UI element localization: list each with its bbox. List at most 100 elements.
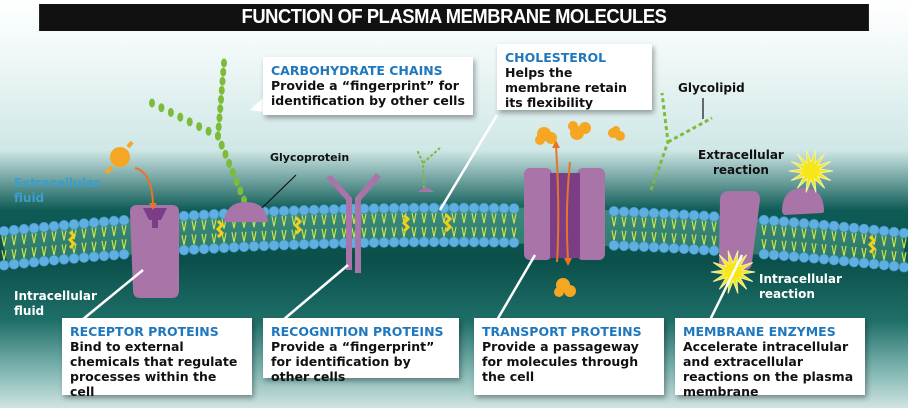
phospholipid-head — [638, 207, 650, 218]
lipid-tail — [201, 233, 207, 245]
sugar-unit — [196, 122, 203, 132]
lipid-tail — [21, 248, 27, 259]
phospholipid-head — [468, 202, 480, 214]
lipid-tail — [41, 232, 47, 243]
lipid-tail — [611, 230, 617, 241]
glycolipid-chain-icon — [649, 92, 713, 191]
lipid-tail — [701, 220, 707, 232]
lipid-tail — [311, 228, 317, 240]
lipid-tail — [491, 227, 497, 238]
phospholipid-head — [898, 227, 908, 239]
callout-membrane-enzymes: MEMBRANE ENZYMES Accelerate intracellula… — [675, 318, 865, 399]
phospholipid-head — [0, 259, 10, 271]
phospholipid-head — [378, 237, 390, 248]
lipid-tail — [771, 239, 777, 251]
phospholipid-head — [758, 248, 770, 260]
phospholipid-head — [278, 239, 290, 251]
lipid-tail — [621, 230, 627, 241]
sugar-unit — [205, 126, 212, 136]
phospholipid-head — [228, 241, 240, 253]
lipid-tail — [371, 227, 377, 238]
lipid-tail — [411, 226, 417, 238]
lipid-tail — [341, 228, 347, 239]
phospholipid-head — [658, 208, 670, 219]
phospholipid-head — [368, 203, 380, 214]
phospholipid-head — [478, 202, 490, 214]
phospholipid-head — [868, 224, 880, 236]
phospholipid-head — [698, 210, 710, 222]
lipid-tail — [11, 235, 17, 246]
lipid-tail — [391, 227, 397, 238]
lipid-tail — [691, 234, 697, 245]
lipid-tail — [1, 236, 7, 247]
lipid-tail — [821, 230, 827, 241]
intracellular-fluid-label: Intracellular fluid — [14, 289, 97, 319]
phospholipid-head — [268, 240, 280, 251]
lipid-tail — [271, 230, 277, 241]
lipid-tail — [851, 246, 857, 258]
callout-heading: MEMBRANE ENZYMES — [683, 324, 836, 339]
phospholipid-head — [8, 224, 20, 236]
lipid-tail — [331, 228, 337, 239]
phospholipid-head — [838, 255, 850, 267]
lipid-tail — [711, 235, 717, 246]
phospholipid-head — [848, 222, 860, 234]
callout-heading: RECOGNITION PROTEINS — [271, 324, 444, 339]
phospholipid-head — [888, 226, 900, 238]
phospholipid-head — [858, 257, 870, 269]
phospholipid-head — [208, 209, 220, 220]
lipid-tail — [611, 216, 617, 227]
small-glycoprotein-icon — [418, 188, 434, 192]
lipid-tail — [661, 218, 667, 229]
phospholipid-head — [0, 225, 10, 237]
lipid-tail — [671, 233, 677, 244]
membrane-enzyme-icon — [719, 188, 824, 270]
phospholipid-head — [458, 202, 470, 214]
phospholipid-head — [668, 242, 680, 254]
lipid-tail — [651, 232, 657, 243]
lipid-tail — [301, 215, 307, 226]
lipid-tail — [821, 244, 827, 255]
extracellular-fluid-label: Extracellular fluid — [14, 176, 100, 206]
lipid-tail — [841, 231, 847, 243]
recognition-protein-icon — [326, 173, 381, 273]
small-carbohydrate-icon — [416, 147, 441, 189]
lipid-tail — [491, 213, 497, 224]
carbohydrate-chain-icon — [149, 58, 247, 205]
phospholipid-head — [778, 250, 790, 262]
lipid-tail — [91, 227, 97, 238]
lipid-tail — [901, 238, 907, 249]
lipid-tail — [691, 220, 697, 231]
sugar-unit — [222, 149, 229, 159]
phospholipid-head — [708, 211, 720, 222]
lipid-tail — [761, 225, 767, 236]
phospholipid-head — [678, 209, 690, 221]
phospholipid-head — [378, 203, 390, 214]
lipid-tail — [111, 225, 117, 237]
phospholipid-head — [328, 238, 340, 249]
phospholipid-head — [668, 208, 680, 220]
phospholipid-head — [118, 214, 130, 226]
phospholipid-head — [48, 220, 60, 232]
cholesterol-icon — [293, 216, 303, 235]
lipid-tail — [201, 219, 207, 231]
phospholipid-head — [198, 209, 210, 221]
callout-body: Bind to external chemicals that regulate… — [70, 339, 238, 399]
transport-protein-icon — [524, 140, 605, 266]
sugar-unit — [229, 168, 236, 178]
phospholipid-head — [28, 256, 40, 268]
lipid-tail — [381, 213, 387, 224]
phospholipid-head — [808, 218, 820, 230]
lipid-tail — [851, 232, 857, 244]
phospholipid-head — [788, 251, 800, 262]
phospholipid-head — [788, 217, 800, 228]
phospholipid-head — [188, 244, 200, 255]
lipid-tail — [631, 231, 637, 242]
lipid-tail — [411, 212, 417, 224]
phospholipid-head — [888, 260, 900, 272]
phospholipid-head — [18, 257, 30, 269]
phospholipid-head — [798, 252, 810, 263]
phospholipid-head — [218, 242, 230, 254]
lipid-tail — [461, 212, 467, 224]
